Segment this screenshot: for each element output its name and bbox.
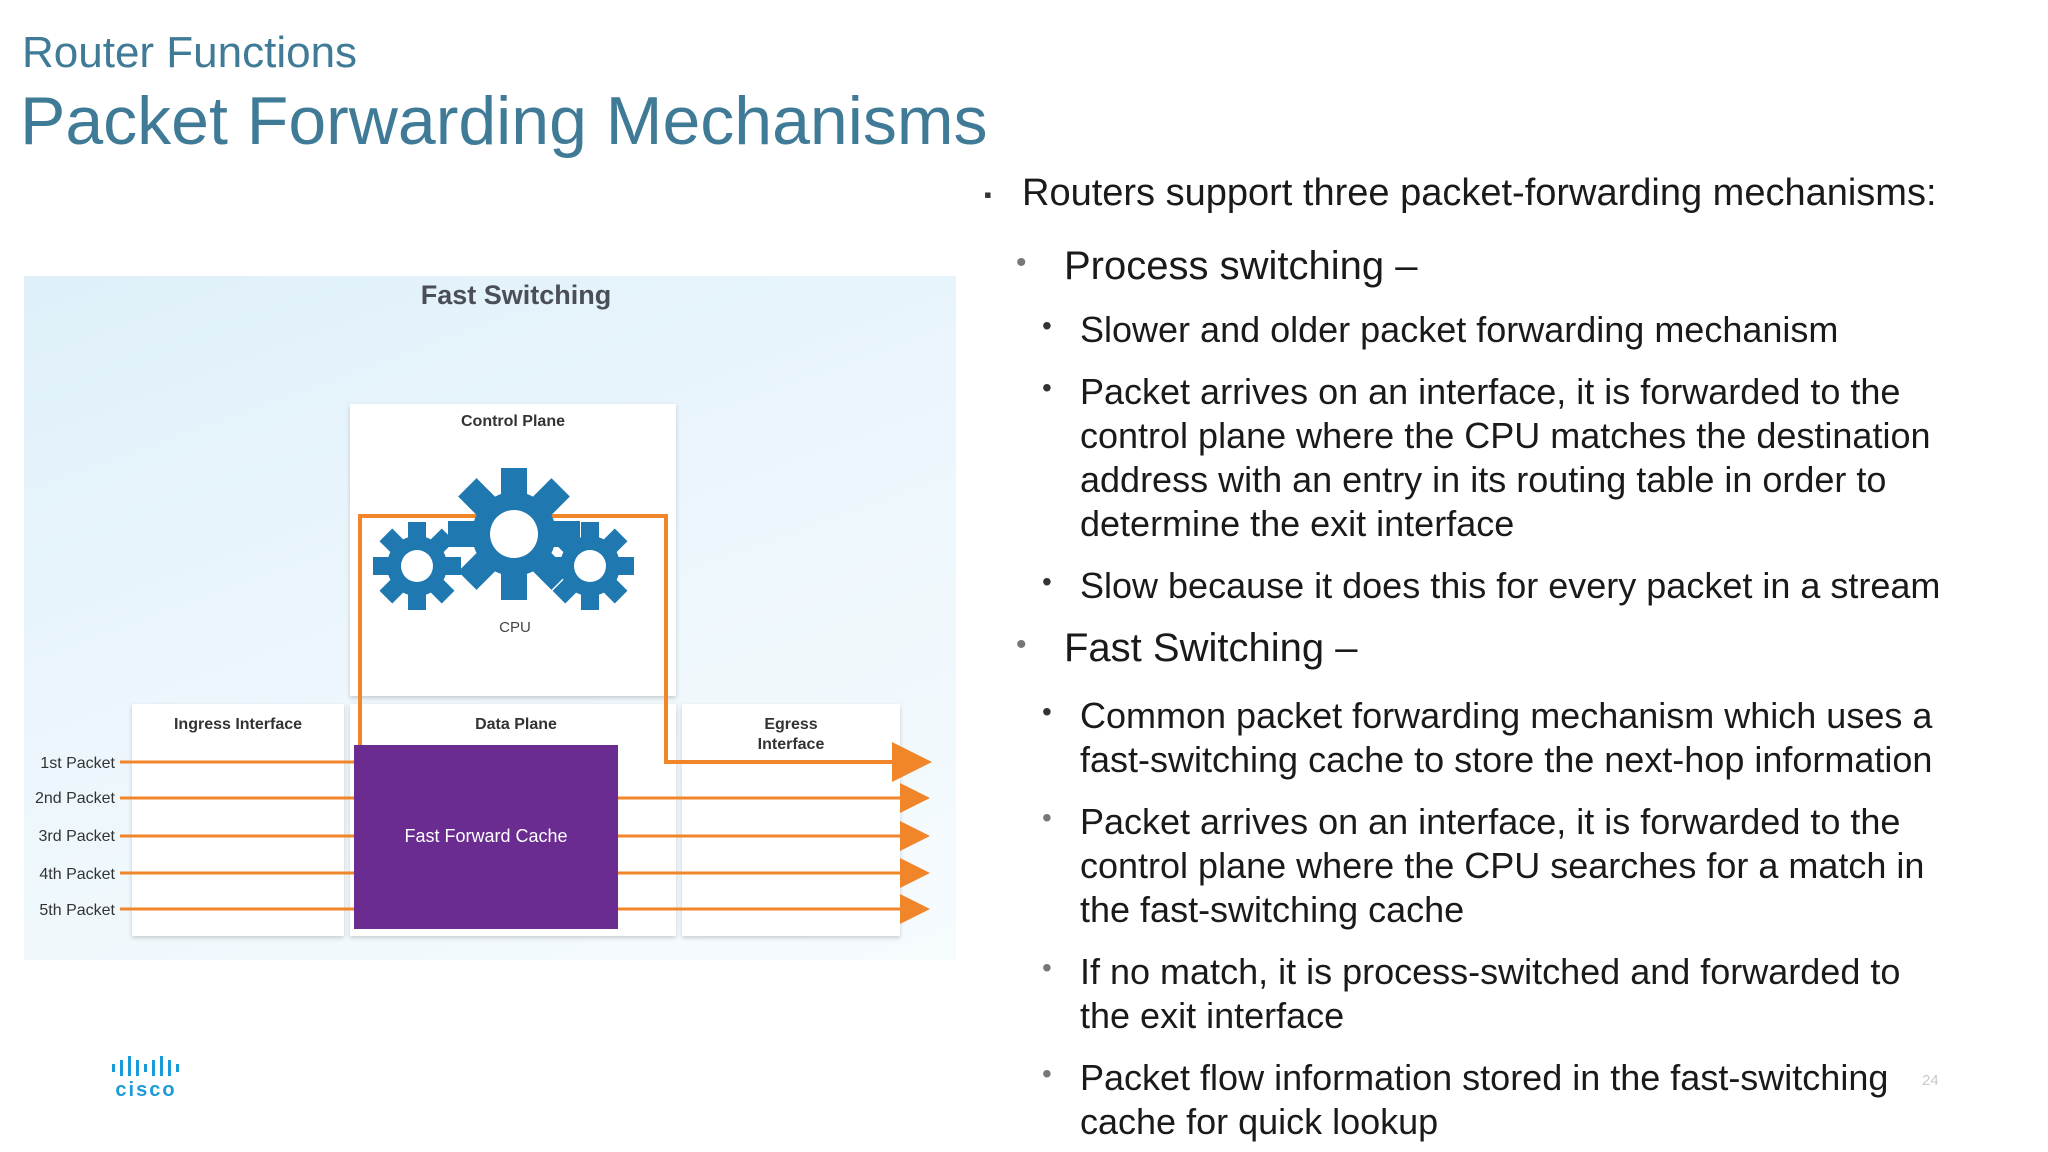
fast-bullet-4-line-1: Packet flow information stored in the fa…	[1080, 1057, 1889, 1098]
fast-bullet-3-line-1: If no match, it is process-switched and …	[1080, 951, 1901, 992]
data-plane-label: Data Plane	[475, 716, 557, 733]
control-plane-label: Control Plane	[461, 413, 565, 430]
cisco-logo: cisco	[110, 1052, 194, 1105]
process-bullet-1: Slower and older packet forwarding mecha…	[1080, 309, 1839, 350]
packet-label-2: 2nd Packet	[35, 790, 116, 807]
bullet-icon: •	[1016, 628, 1027, 661]
bullet-icon: •	[1042, 696, 1052, 727]
diagram-title: Fast Switching	[421, 280, 612, 310]
process-heading: Process switching –	[1064, 244, 1418, 288]
bullet-icon: •	[1042, 952, 1052, 983]
bullet-icon: •	[1042, 1058, 1052, 1089]
fast-switching-diagram: Fast Switching Control Plane Ingress Int…	[24, 276, 956, 960]
process-bullet-2-line-4: determine the exit interface	[1080, 503, 1515, 544]
fast-forward-cache-label: Fast Forward Cache	[404, 826, 567, 846]
fast-bullet-4-line-2: cache for quick lookup	[1080, 1101, 1439, 1142]
egress-interface-label: Egress	[764, 716, 817, 733]
page-title: Packet Forwarding Mechanisms	[20, 83, 988, 159]
page-number: 24	[1922, 1072, 1939, 1089]
fast-bullet-1-line-1: Common packet forwarding mechanism which…	[1080, 695, 1933, 736]
process-bullet-3: Slow because it does this for every pack…	[1080, 565, 1941, 606]
bullet-icon: •	[1016, 246, 1027, 279]
fast-bullet-2-line-2: control plane where the CPU searches for…	[1080, 845, 1925, 886]
ingress-interface-label: Ingress Interface	[174, 716, 302, 733]
fast-bullet-1-line-2: fast-switching cache to store the next-h…	[1080, 739, 1933, 780]
cpu-label: CPU	[499, 619, 531, 636]
fast-bullet-2-line-1: Packet arrives on an interface, it is fo…	[1080, 801, 1901, 842]
packet-label-1: 1st Packet	[40, 755, 115, 772]
process-bullet-2-line-1: Packet arrives on an interface, it is fo…	[1080, 371, 1901, 412]
cisco-logo-text: cisco	[115, 1079, 176, 1100]
egress-interface-label-line2: Interface	[758, 736, 825, 753]
bullet-icon: •	[1042, 310, 1052, 341]
bullet-icon: •	[1042, 566, 1052, 597]
process-bullet-2-line-2: control plane where the CPU matches the …	[1080, 415, 1931, 456]
square-bullet-icon: ▪	[984, 182, 992, 207]
section-subtitle: Router Functions	[22, 28, 358, 77]
egress-interface-box	[682, 704, 900, 936]
fast-heading: Fast Switching –	[1064, 626, 1358, 670]
process-bullet-2-line-3: address with an entry in its routing tab…	[1080, 459, 1887, 500]
fast-bullet-3-line-2: the exit interface	[1080, 995, 1345, 1036]
intro-text: Routers support three packet-forwarding …	[1022, 172, 1937, 214]
process-switch-path	[358, 514, 932, 782]
packet-label-5: 5th Packet	[39, 902, 115, 919]
ingress-interface-box	[132, 704, 344, 936]
fast-bullet-2-line-3: the fast-switching cache	[1080, 889, 1465, 930]
cpu-gears-icon	[373, 468, 634, 610]
packet-label-4: 4th Packet	[39, 866, 115, 883]
bullet-icon: •	[1042, 802, 1052, 833]
packet-label-3: 3rd Packet	[39, 828, 116, 845]
fast-forward-cache-box	[354, 745, 618, 929]
bullet-icon: •	[1042, 372, 1052, 403]
